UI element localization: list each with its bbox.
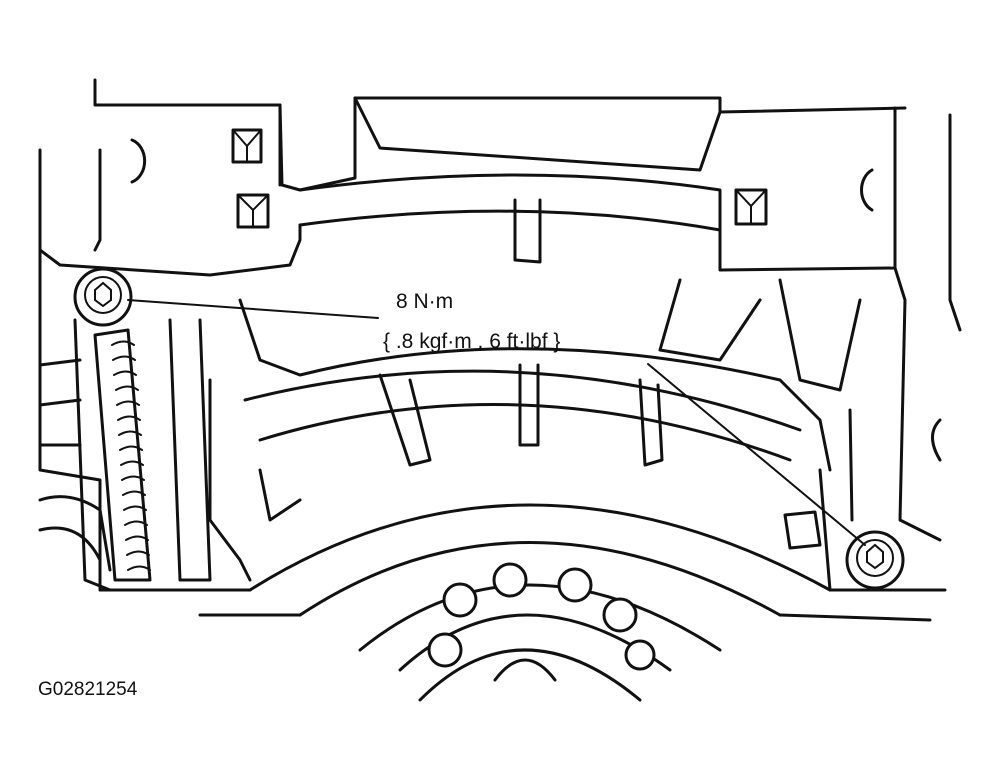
boss-2: [236, 193, 270, 229]
torque-value-nm: 8 N·m: [396, 290, 454, 313]
bolt-right: [845, 530, 905, 590]
left-frame: [38, 248, 252, 592]
figure-id: G02821254: [38, 679, 138, 700]
bolt-left: [73, 267, 133, 327]
mount-hole-right: [860, 168, 874, 212]
boss-3: [734, 188, 768, 226]
leader-line-left: [127, 299, 379, 319]
leader-line-right: [647, 363, 866, 546]
upper-cover-outline: [38, 78, 962, 332]
boss-1: [231, 128, 263, 164]
crank-pulley: [198, 503, 932, 702]
oil-pan-ribs: [208, 198, 862, 582]
mount-hole-left: [130, 138, 147, 184]
torque-value-other-units: { .8 kgf·m , 6 ft·lbf }: [383, 330, 561, 353]
dipstick-tube: [93, 328, 152, 582]
